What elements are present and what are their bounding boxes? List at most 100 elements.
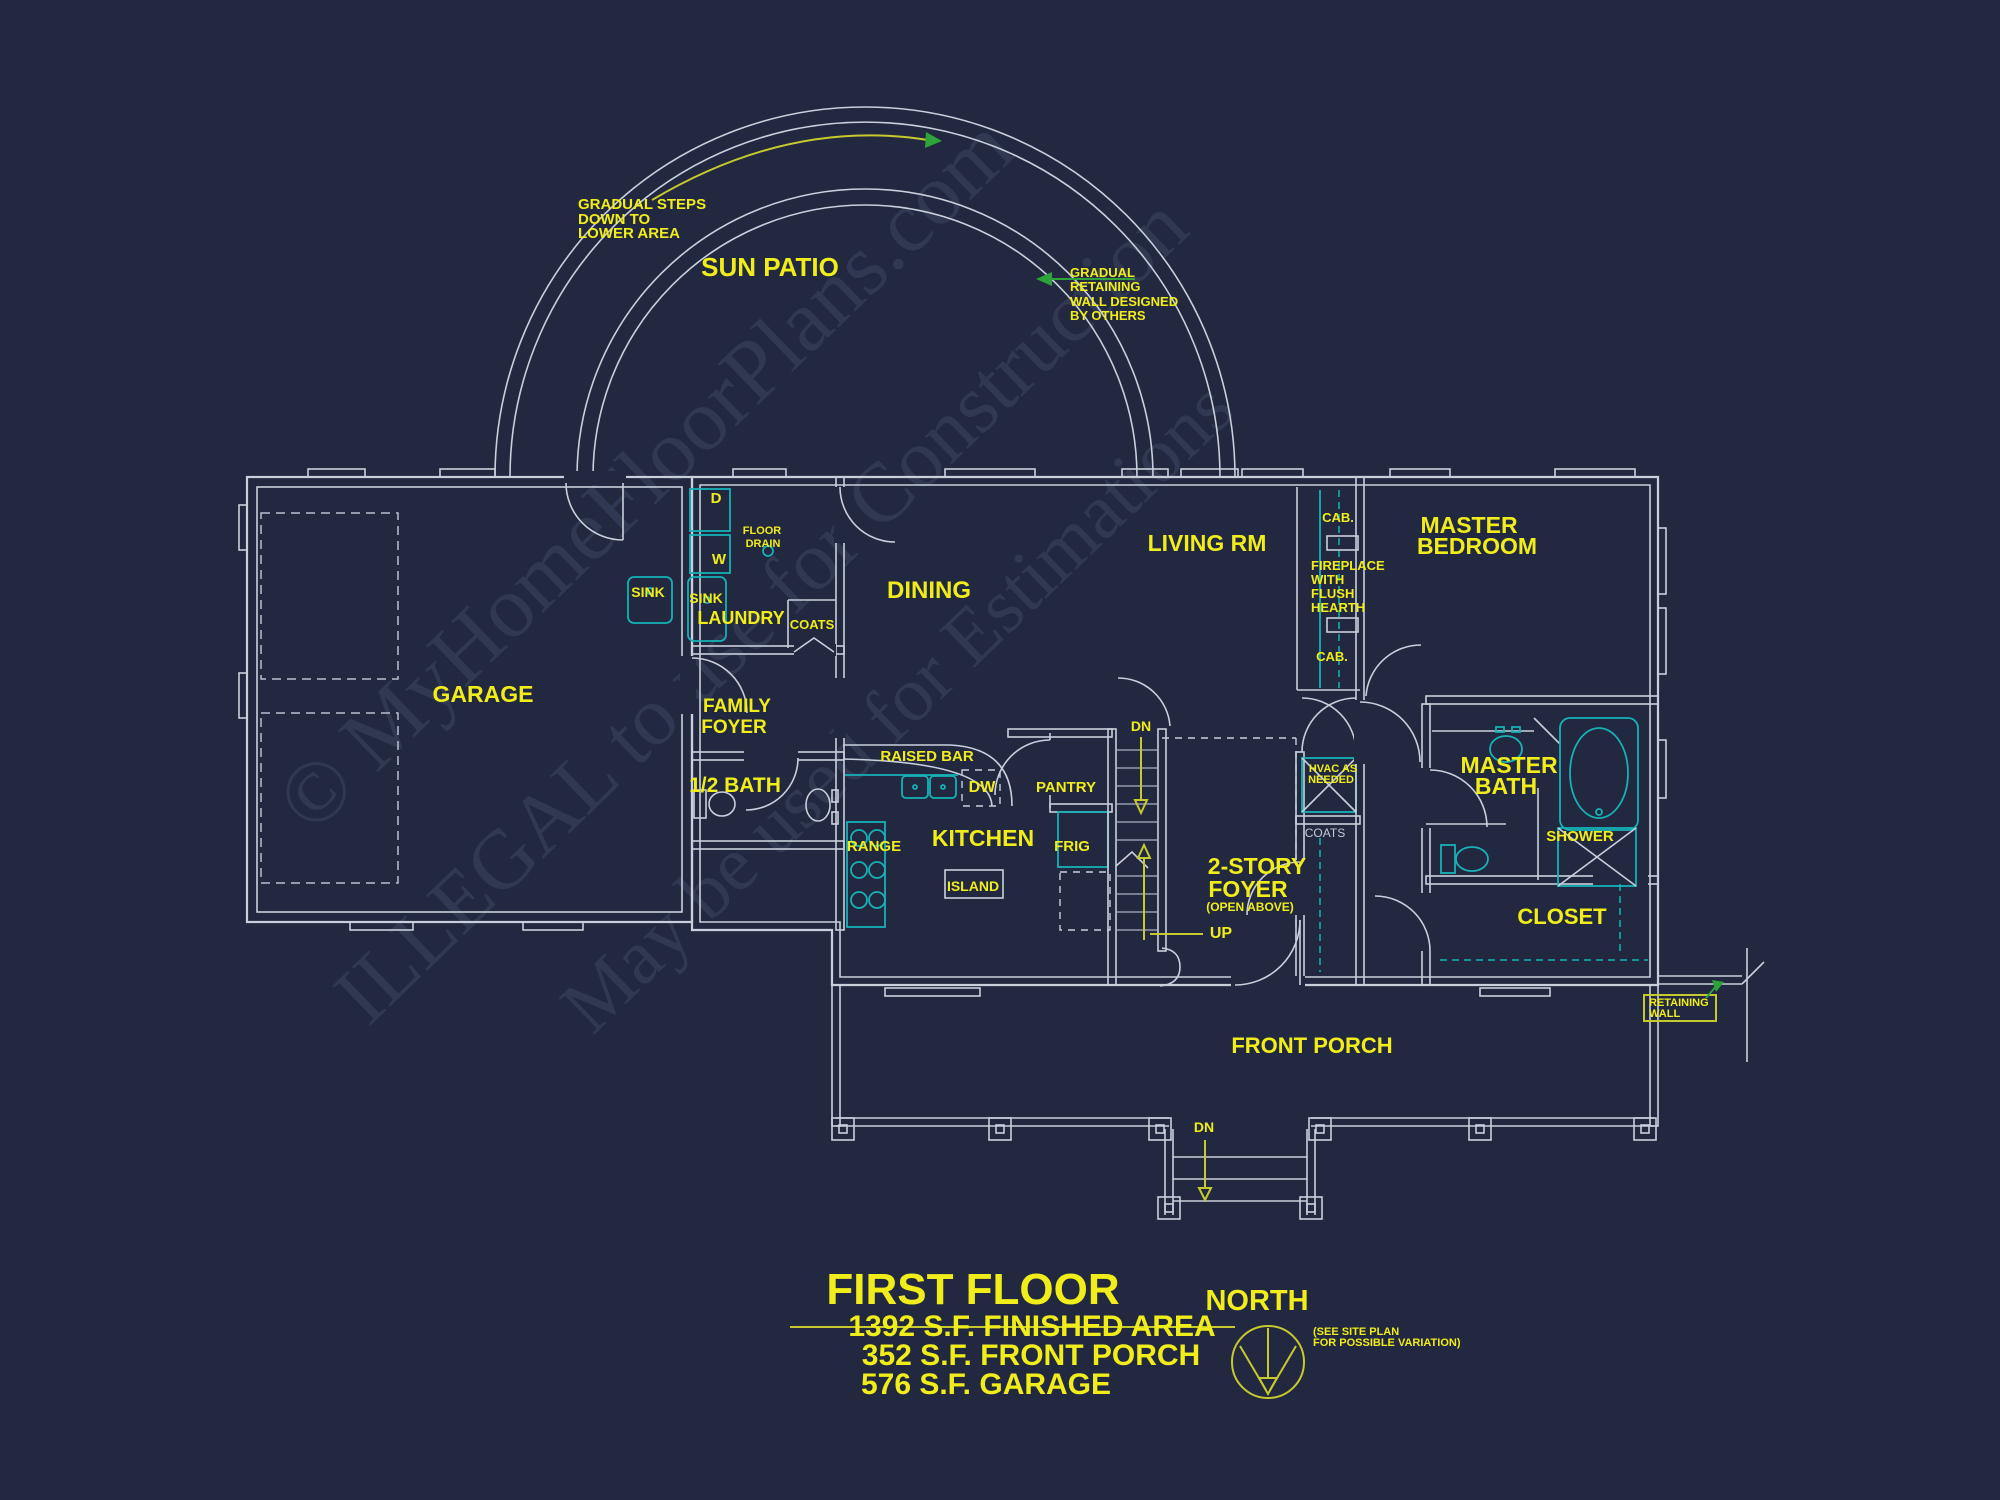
garage-area-label: 576 S.F. GARAGE <box>861 1368 1111 1401</box>
half-bath-fixtures <box>693 788 839 825</box>
laundry-label: LAUNDRY <box>697 608 784 628</box>
garage-sink-label: SINK <box>631 584 664 600</box>
foyer-label-1: 2-STORY <box>1208 853 1306 879</box>
fireplace-label-1: FIREPLACE <box>1311 558 1385 573</box>
floor-drain-label-1: FLOOR <box>743 525 782 537</box>
retaining-wall-label-box <box>1643 994 1717 1022</box>
master-suite-walls <box>1354 476 1659 986</box>
north-label: NORTH <box>1205 1285 1308 1317</box>
master-bath-label-1: MASTER <box>1460 752 1558 778</box>
floor-drain-label-2: DRAIN <box>746 538 781 550</box>
master-bath-label-2: BATH <box>1475 773 1537 799</box>
master-bedroom-label-1: MASTER <box>1420 512 1518 538</box>
pantry-label: PANTRY <box>1036 779 1096 796</box>
toilet-icon <box>693 789 707 819</box>
porch-steps <box>1157 1129 1323 1220</box>
washer-label: W <box>712 551 727 568</box>
site-plan-note-1: (SEE SITE PLAN <box>1313 1326 1399 1338</box>
finished-area-label: 1392 S.F. FINISHED AREA <box>848 1310 1215 1343</box>
note-labels: GRADUAL STEPS DOWN TO LOWER AREA GRADUAL… <box>578 196 1709 1135</box>
retaining-note-label-2: RETAINING <box>1070 279 1141 294</box>
tub-icon <box>1559 717 1639 831</box>
kitchen-fixtures <box>845 769 1111 931</box>
interior-walls-left <box>680 476 896 931</box>
dining-label: DINING <box>887 577 971 604</box>
retaining-note-arrow-icon <box>1036 272 1135 286</box>
island-icon <box>944 869 1004 899</box>
coats-laundry-label: COATS <box>790 617 835 632</box>
cab-top-label: CAB. <box>1322 510 1354 525</box>
sun-patio-walls <box>494 106 1236 478</box>
kitchen-sink-icon <box>901 775 929 799</box>
foyer-walls <box>1162 697 1361 990</box>
kitchen-label: KITCHEN <box>932 825 1034 851</box>
retaining-wall-arrow-icon <box>1705 980 1724 999</box>
fireplace <box>1296 487 1360 691</box>
plan-title: FIRST FLOOR <box>826 1265 1119 1314</box>
master-bath-fixtures <box>1432 717 1648 961</box>
floor-drain-icon <box>762 545 774 557</box>
pedestal-sink-icon <box>805 788 831 822</box>
title-block: FIRST FLOOR 1392 S.F. FINISHED AREA 352 … <box>826 1265 1460 1401</box>
retaining-note-label-4: BY OTHERS <box>1070 308 1146 323</box>
hvac-label-1: HVAC AS <box>1309 763 1357 775</box>
master-bedroom-label-2: BEDROOM <box>1417 533 1537 559</box>
garage-bay-1 <box>260 512 399 680</box>
fixture-labels: SINK SINK D W FLOOR DRAIN COATS COATS RA… <box>631 490 1385 894</box>
garage-sink <box>627 576 673 624</box>
living-room-label: LIVING RM <box>1148 530 1267 556</box>
watermark: © MyHomeFloorPlans.com ILLEGAL to use fo… <box>259 99 1250 1049</box>
fireplace-label-2: WITH <box>1311 572 1344 587</box>
dishwasher-icon <box>961 769 1001 807</box>
half-bath-label: 1/2 BATH <box>689 774 781 797</box>
retaining-note-label-1: GRADUAL <box>1070 265 1135 280</box>
range-icon <box>846 821 886 928</box>
coats-foyer-label: COATS <box>1305 826 1345 840</box>
gradual-steps-label-1: GRADUAL STEPS <box>578 196 706 213</box>
gradual-steps-leader-arrow-icon <box>651 132 942 201</box>
room-labels: GARAGE SUN PATIO DINING LIVING RM MASTER… <box>433 252 1614 1058</box>
shower-icon <box>1557 827 1637 887</box>
dw-label: DW <box>969 779 997 796</box>
porch-posts <box>831 1117 1657 1141</box>
dn-stairs-label: DN <box>1131 718 1151 734</box>
dryer-label: D <box>711 490 722 507</box>
cab-bottom-label: CAB. <box>1316 649 1348 664</box>
island-label: ISLAND <box>947 878 999 894</box>
fireplace-label-4: HEARTH <box>1311 600 1365 615</box>
north-compass-icon <box>1231 1325 1305 1399</box>
gradual-steps-label-3: LOWER AREA <box>578 225 680 242</box>
retaining-wall <box>1643 948 1765 1062</box>
range-label: RANGE <box>847 838 901 855</box>
frig-label: FRIG <box>1054 838 1090 855</box>
foyer-label-2: FOYER <box>1208 876 1288 902</box>
laundry-sink-label: SINK <box>689 590 722 606</box>
porch-down-arrow-icon <box>1197 1140 1213 1203</box>
retaining-wall-label-1: RETAINING <box>1649 997 1709 1009</box>
sun-patio-label: SUN PATIO <box>701 252 839 282</box>
laundry-fixtures <box>687 488 774 642</box>
up-stairs-label: UP <box>1210 925 1233 942</box>
dn-porch-label: DN <box>1194 1119 1214 1135</box>
family-foyer-label-1: FAMILY <box>703 696 771 717</box>
hvac-label-2: NEEDED <box>1308 774 1354 786</box>
staircase <box>1107 677 1203 987</box>
stairs-up-arrow-icon <box>1136 842 1203 940</box>
garage-label: GARAGE <box>433 681 534 707</box>
kitchen-walls <box>842 728 1113 813</box>
family-foyer-label-2: FOYER <box>701 717 767 738</box>
front-porch-area-label: 352 S.F. FRONT PORCH <box>862 1339 1200 1372</box>
front-porch <box>831 984 1659 1220</box>
bath-sink-icon <box>1489 735 1523 763</box>
stairs-down-arrow-icon <box>1133 737 1149 816</box>
gradual-steps-label-2: DOWN TO <box>578 211 651 228</box>
front-porch-label: FRONT PORCH <box>1231 1033 1392 1058</box>
foyer-label-3: (OPEN ABOVE) <box>1206 900 1294 914</box>
retaining-wall-label-2: WALL <box>1649 1008 1680 1020</box>
retaining-note-label-3: WALL DESIGNED <box>1070 294 1178 309</box>
shower-label: SHOWER <box>1546 828 1614 845</box>
closet-label: CLOSET <box>1517 904 1607 929</box>
site-plan-note-2: FOR POSSIBLE VARIATION) <box>1313 1337 1461 1349</box>
